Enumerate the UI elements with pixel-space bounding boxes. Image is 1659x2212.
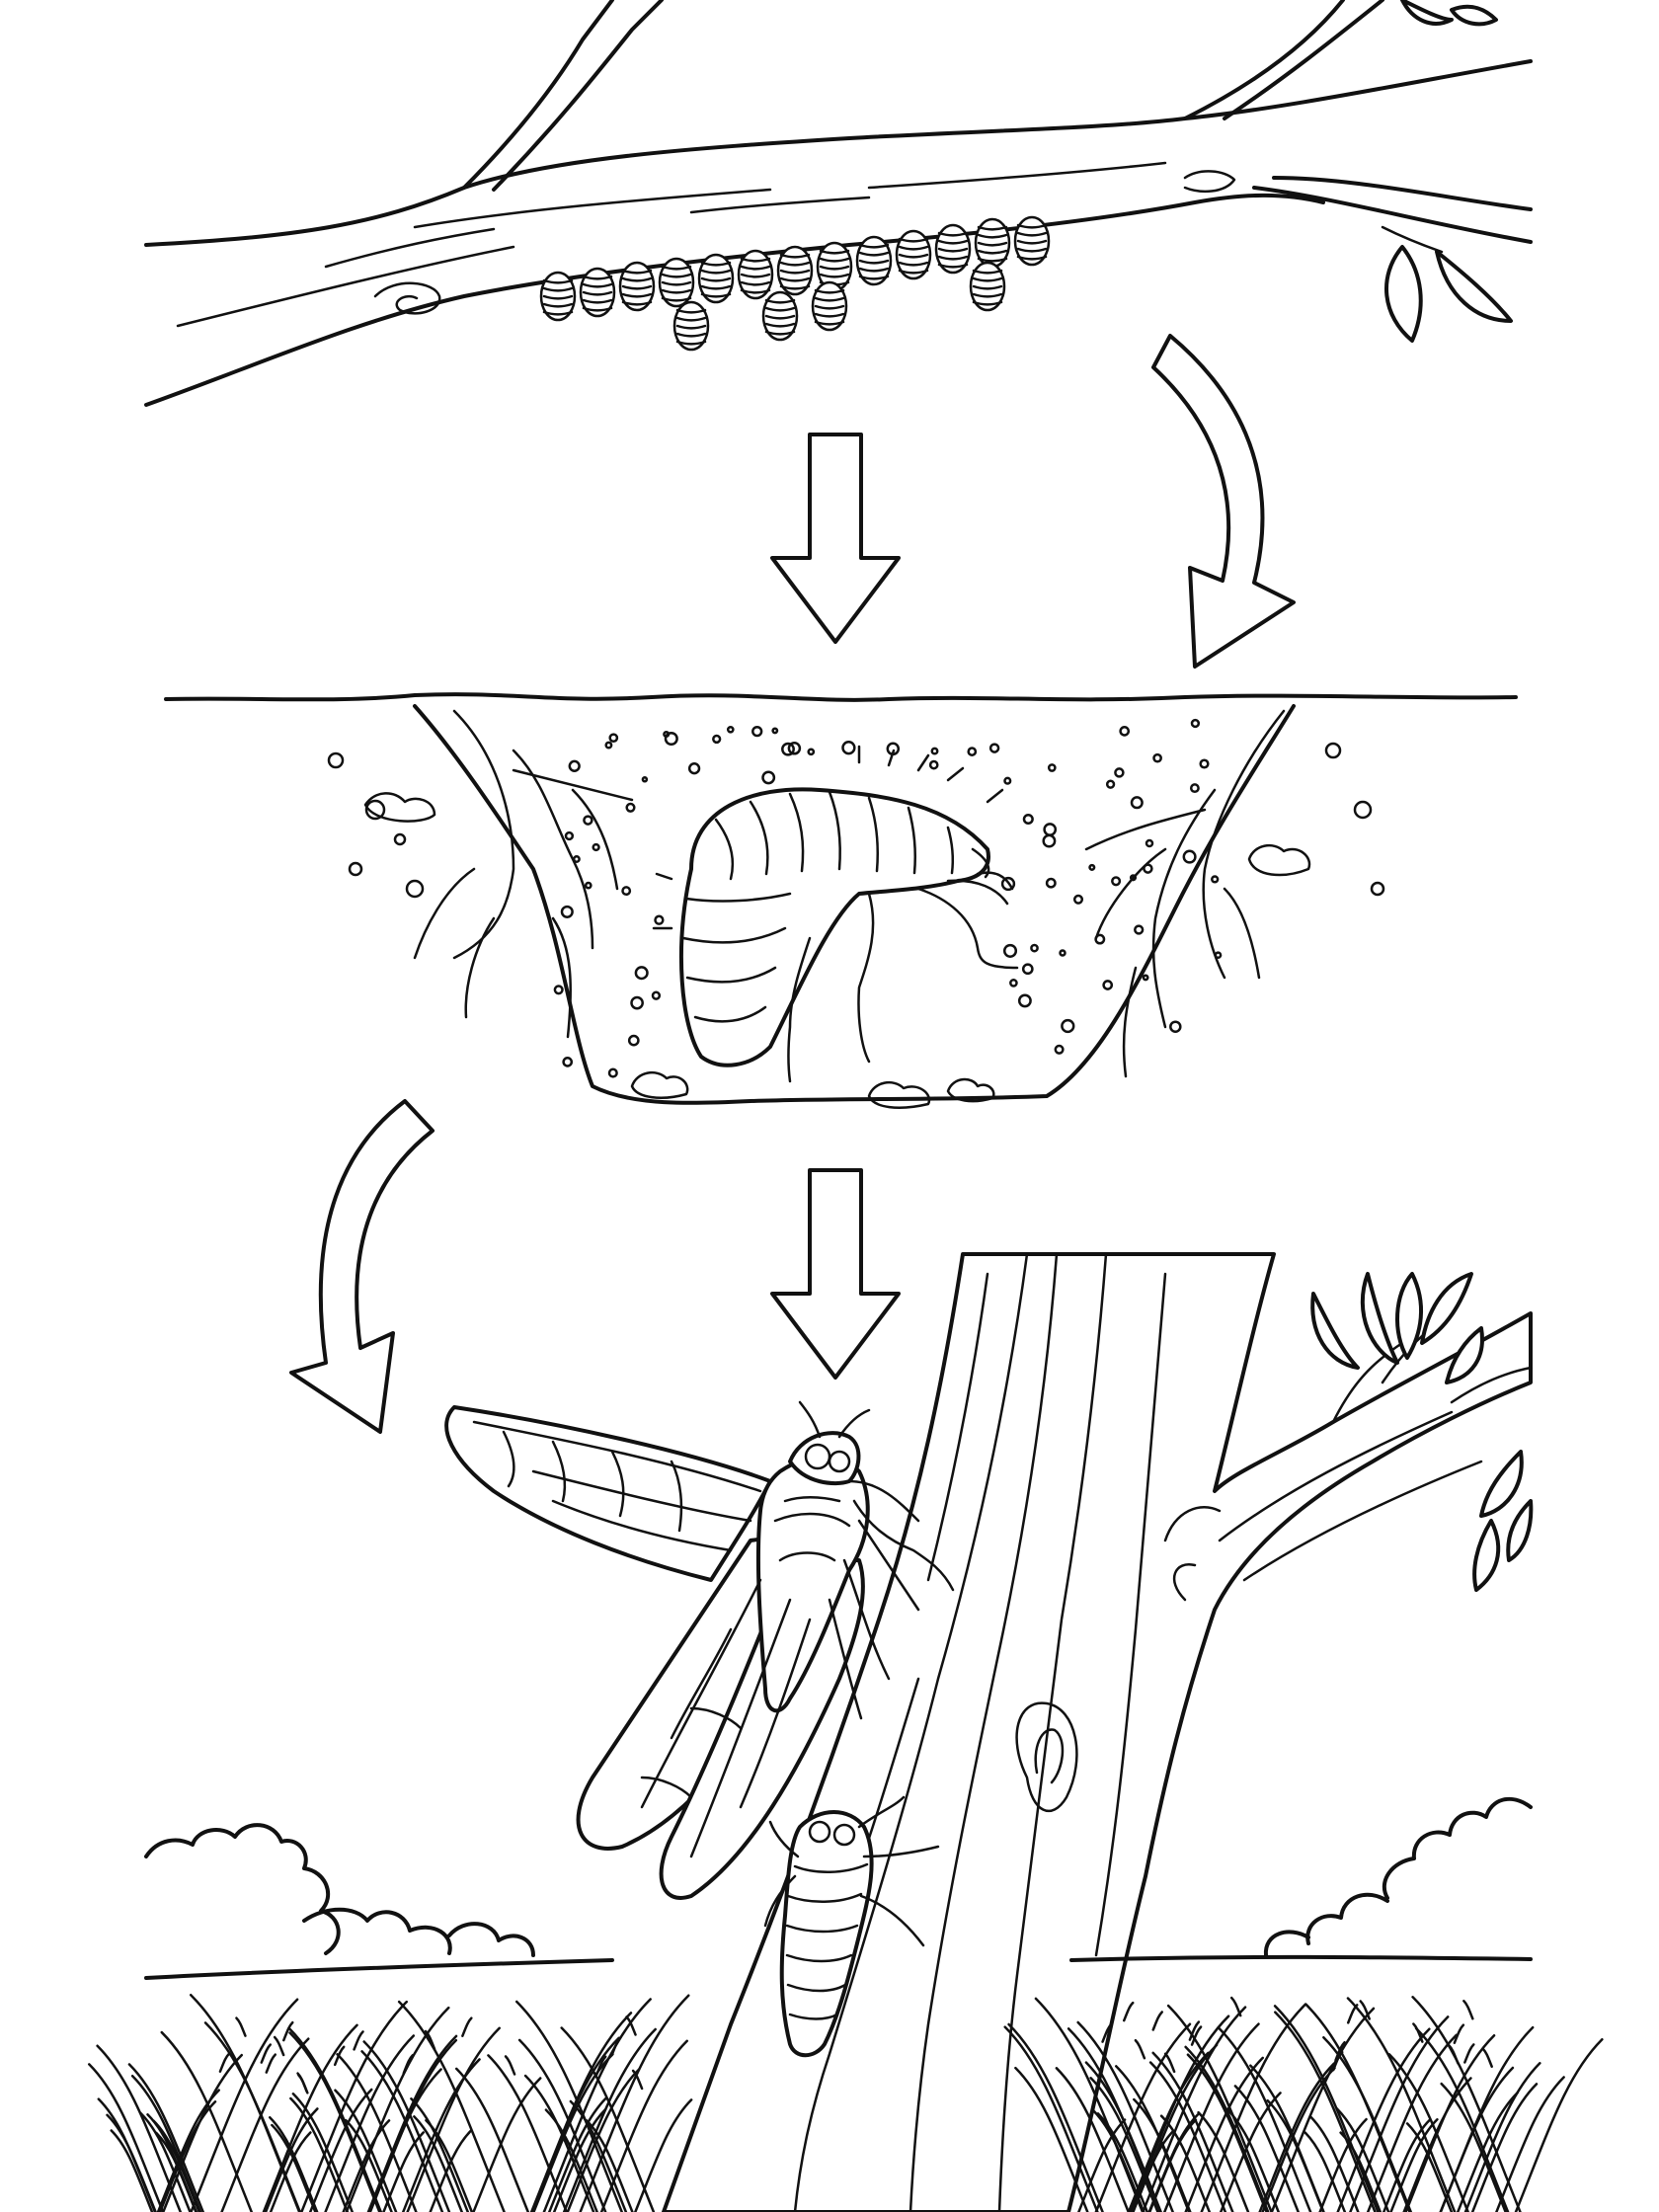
leaf-icon [1479,1450,1524,1518]
egg [816,241,853,292]
egg [672,300,710,352]
egg [855,235,893,286]
leaf-icon [1435,250,1513,323]
egg [618,261,656,312]
egg [579,267,616,318]
egg [737,249,774,300]
arrow-curved-eggs-to-nymph [1151,334,1296,669]
ground-cross-section [164,692,1518,1109]
top-branch [144,0,1533,407]
leaf-icon [1395,1272,1424,1360]
egg [1013,215,1051,267]
leaf-icon [1445,1326,1484,1384]
emerging-nymph [763,1795,940,2058]
egg [811,280,848,332]
egg [974,217,1011,269]
adult-cicada [444,1400,955,1900]
leaf-icon [1506,1499,1534,1562]
egg-cluster [539,215,1051,352]
leaf-icon [1310,1292,1360,1370]
egg [658,257,695,308]
egg [761,290,799,342]
nymph-underground [652,745,1019,1083]
egg [895,229,932,280]
leaf-icon [1420,1272,1473,1345]
egg [697,253,735,304]
egg [969,261,1006,312]
landscape [88,1796,1604,2212]
leaf-icon [1400,0,1454,26]
leaf-icon [1384,245,1423,343]
soil-texture [553,718,1223,1078]
tree-trunk [662,1252,1533,2212]
leaf-icon [1360,1272,1399,1365]
arrow-straight-eggs-to-nymph [770,433,901,644]
leaf-icon [1450,4,1498,27]
egg [934,223,972,275]
tree-leaves [1310,1272,1534,1592]
leaf-icon [1472,1519,1501,1592]
egg [539,271,577,322]
arrow-curved-nymph-to-adult [289,1099,434,1434]
arrow-straight-nymph-to-adult [770,1168,901,1380]
egg [776,245,814,296]
